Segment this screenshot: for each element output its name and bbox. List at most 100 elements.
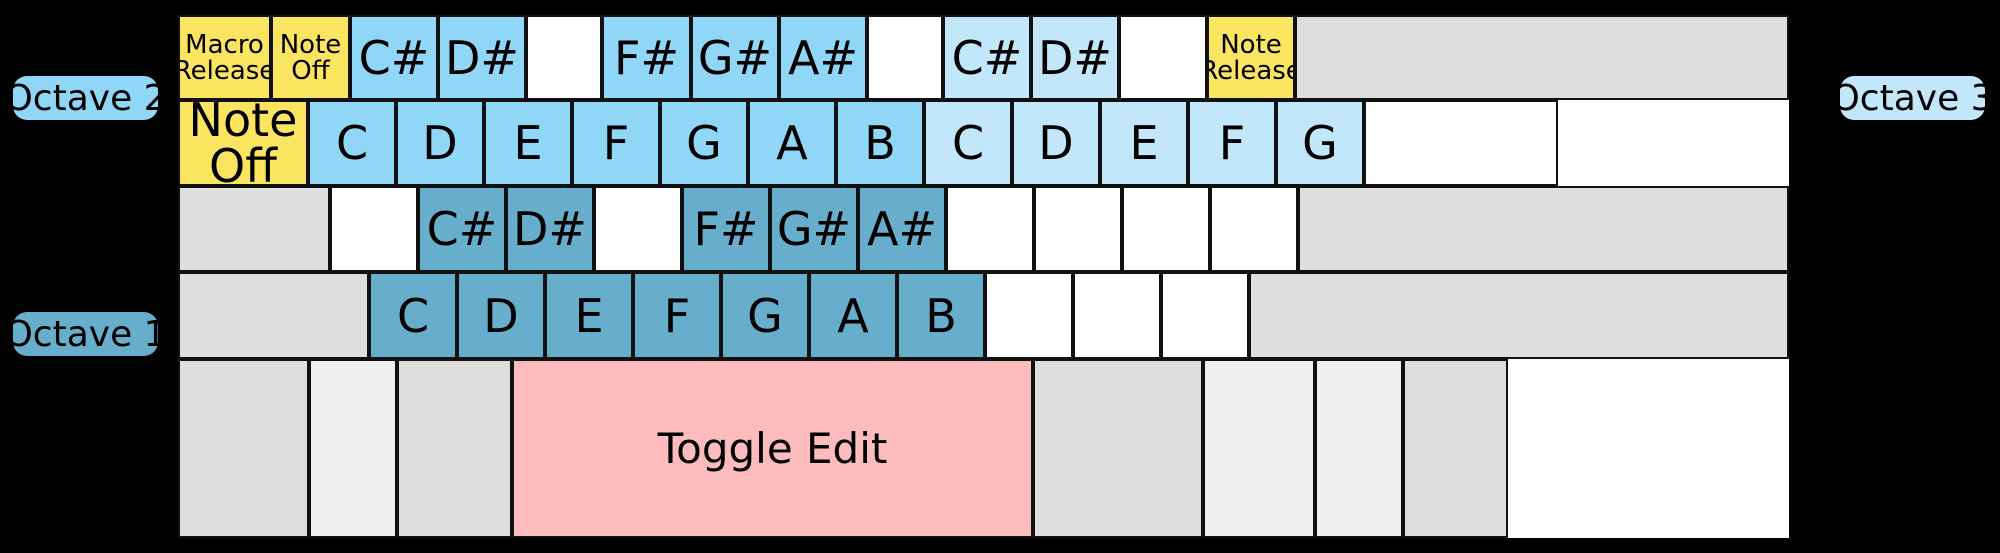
key-blank-2-0: [178, 186, 330, 272]
key-label: F#: [613, 30, 679, 85]
key-f-sharp-0-5[interactable]: F#: [602, 15, 691, 100]
key-label: Toggle Edit: [657, 423, 888, 473]
key-c-sharp-0-9[interactable]: C#: [943, 15, 1031, 100]
octave-3-badge: Octave 3: [1831, 76, 1994, 120]
key-label: A: [837, 288, 869, 343]
key-label: G: [1302, 116, 1338, 170]
key-label: E: [513, 116, 543, 170]
octave1-sharps-row: C# D# F# G#A#: [178, 186, 1789, 272]
key-a-sharp-0-7[interactable]: A#: [779, 15, 867, 100]
key-blank-3-8: [985, 272, 1073, 359]
key-blank-3-0: [178, 272, 369, 359]
key-blank-2-11: [1210, 186, 1298, 272]
octave2-sharps-row: MacroReleaseNoteOffC#D#F#G#A#C#D#NoteRel…: [178, 15, 1789, 100]
key-label: A#: [787, 30, 858, 85]
key-label: C#: [426, 202, 498, 256]
key-b-3-7[interactable]: B: [897, 272, 985, 359]
key-d-sharp-0-10[interactable]: D#: [1031, 15, 1119, 100]
key-blank-4-6: [1315, 359, 1403, 538]
key-blank-2-4: [594, 186, 682, 272]
modifier-row: Toggle Edit: [178, 359, 1789, 538]
key-d-sharp-0-3[interactable]: D#: [438, 15, 526, 100]
key-label: A: [776, 116, 808, 170]
key-blank-0-8: [867, 15, 943, 100]
key-blank-2-12: [1298, 186, 1789, 272]
key-label: G: [747, 288, 783, 343]
key-g-sharp-2-6[interactable]: G#: [770, 186, 858, 272]
key-blank-2-1: [330, 186, 418, 272]
key-a-sharp-2-7[interactable]: A#: [858, 186, 946, 272]
key-e-1-10[interactable]: E: [1100, 100, 1188, 186]
key-label: C: [335, 116, 369, 170]
key-label: C#: [951, 30, 1023, 85]
key-d-sharp-2-3[interactable]: D#: [506, 186, 594, 272]
key-blank-4-4: [1033, 359, 1203, 538]
key-label: D#: [445, 30, 519, 85]
key-label: G#: [697, 30, 773, 85]
key-blank-4-5: [1203, 359, 1315, 538]
key-label: E: [574, 288, 604, 343]
key-label: E: [1129, 116, 1159, 170]
key-toggle-edit-4-3[interactable]: Toggle Edit: [512, 359, 1033, 538]
key-label: F#: [693, 202, 759, 256]
key-label: F: [602, 116, 630, 170]
key-a-3-6[interactable]: A: [809, 272, 897, 359]
key-e-1-3[interactable]: E: [484, 100, 572, 186]
key-d-3-2[interactable]: D: [457, 272, 545, 359]
key-d-1-2[interactable]: D: [396, 100, 484, 186]
key-blank-4-7: [1403, 359, 1508, 538]
octave-2-badge: Octave 2: [4, 76, 167, 120]
key-f-3-4[interactable]: F: [633, 272, 721, 359]
key-blank-0-4: [526, 15, 602, 100]
key-g-3-5[interactable]: G: [721, 272, 809, 359]
key-label: F: [1218, 116, 1246, 170]
key-c-sharp-0-2[interactable]: C#: [350, 15, 438, 100]
key-g-sharp-0-6[interactable]: G#: [691, 15, 779, 100]
key-blank-4-2: [397, 359, 512, 538]
key-label: D: [1038, 116, 1074, 170]
key-blank-3-9: [1073, 272, 1161, 359]
key-label: F: [663, 288, 691, 343]
keyboard-grid: MacroReleaseNoteOffC#D#F#G#A#C#D#NoteRel…: [175, 12, 1792, 541]
key-label: D: [422, 116, 458, 170]
key-blank-3-11: [1249, 272, 1789, 359]
octave-1-badge: Octave 1: [4, 312, 167, 356]
key-c-3-1[interactable]: C: [369, 272, 457, 359]
key-f-1-4[interactable]: F: [572, 100, 660, 186]
key-blank-4-0: [178, 359, 309, 538]
key-blank-2-10: [1122, 186, 1210, 272]
key-c-1-8[interactable]: C: [924, 100, 1012, 186]
key-blank-0-13: [1295, 15, 1789, 100]
key-label: G#: [776, 202, 852, 256]
key-c-1-1[interactable]: C: [308, 100, 396, 186]
key-note-release-0-12[interactable]: NoteRelease: [1207, 15, 1295, 100]
key-f-sharp-2-5[interactable]: F#: [682, 186, 770, 272]
key-label: C: [396, 288, 430, 343]
key-e-3-3[interactable]: E: [545, 272, 633, 359]
key-label: D#: [513, 202, 587, 256]
key-label: D: [483, 288, 519, 343]
key-label: C#: [358, 30, 430, 85]
key-label: G: [686, 116, 722, 170]
key-d-1-9[interactable]: D: [1012, 100, 1100, 186]
key-blank-3-10: [1161, 272, 1249, 359]
key-label: B: [925, 288, 957, 343]
key-b-1-7[interactable]: B: [836, 100, 924, 186]
key-blank-4-1: [309, 359, 397, 538]
key-g-1-12[interactable]: G: [1276, 100, 1364, 186]
key-f-1-11[interactable]: F: [1188, 100, 1276, 186]
key-label: C: [951, 116, 985, 170]
key-g-1-5[interactable]: G: [660, 100, 748, 186]
key-a-1-6[interactable]: A: [748, 100, 836, 186]
key-c-sharp-2-2[interactable]: C#: [418, 186, 506, 272]
key-blank-1-13: [1364, 100, 1558, 186]
